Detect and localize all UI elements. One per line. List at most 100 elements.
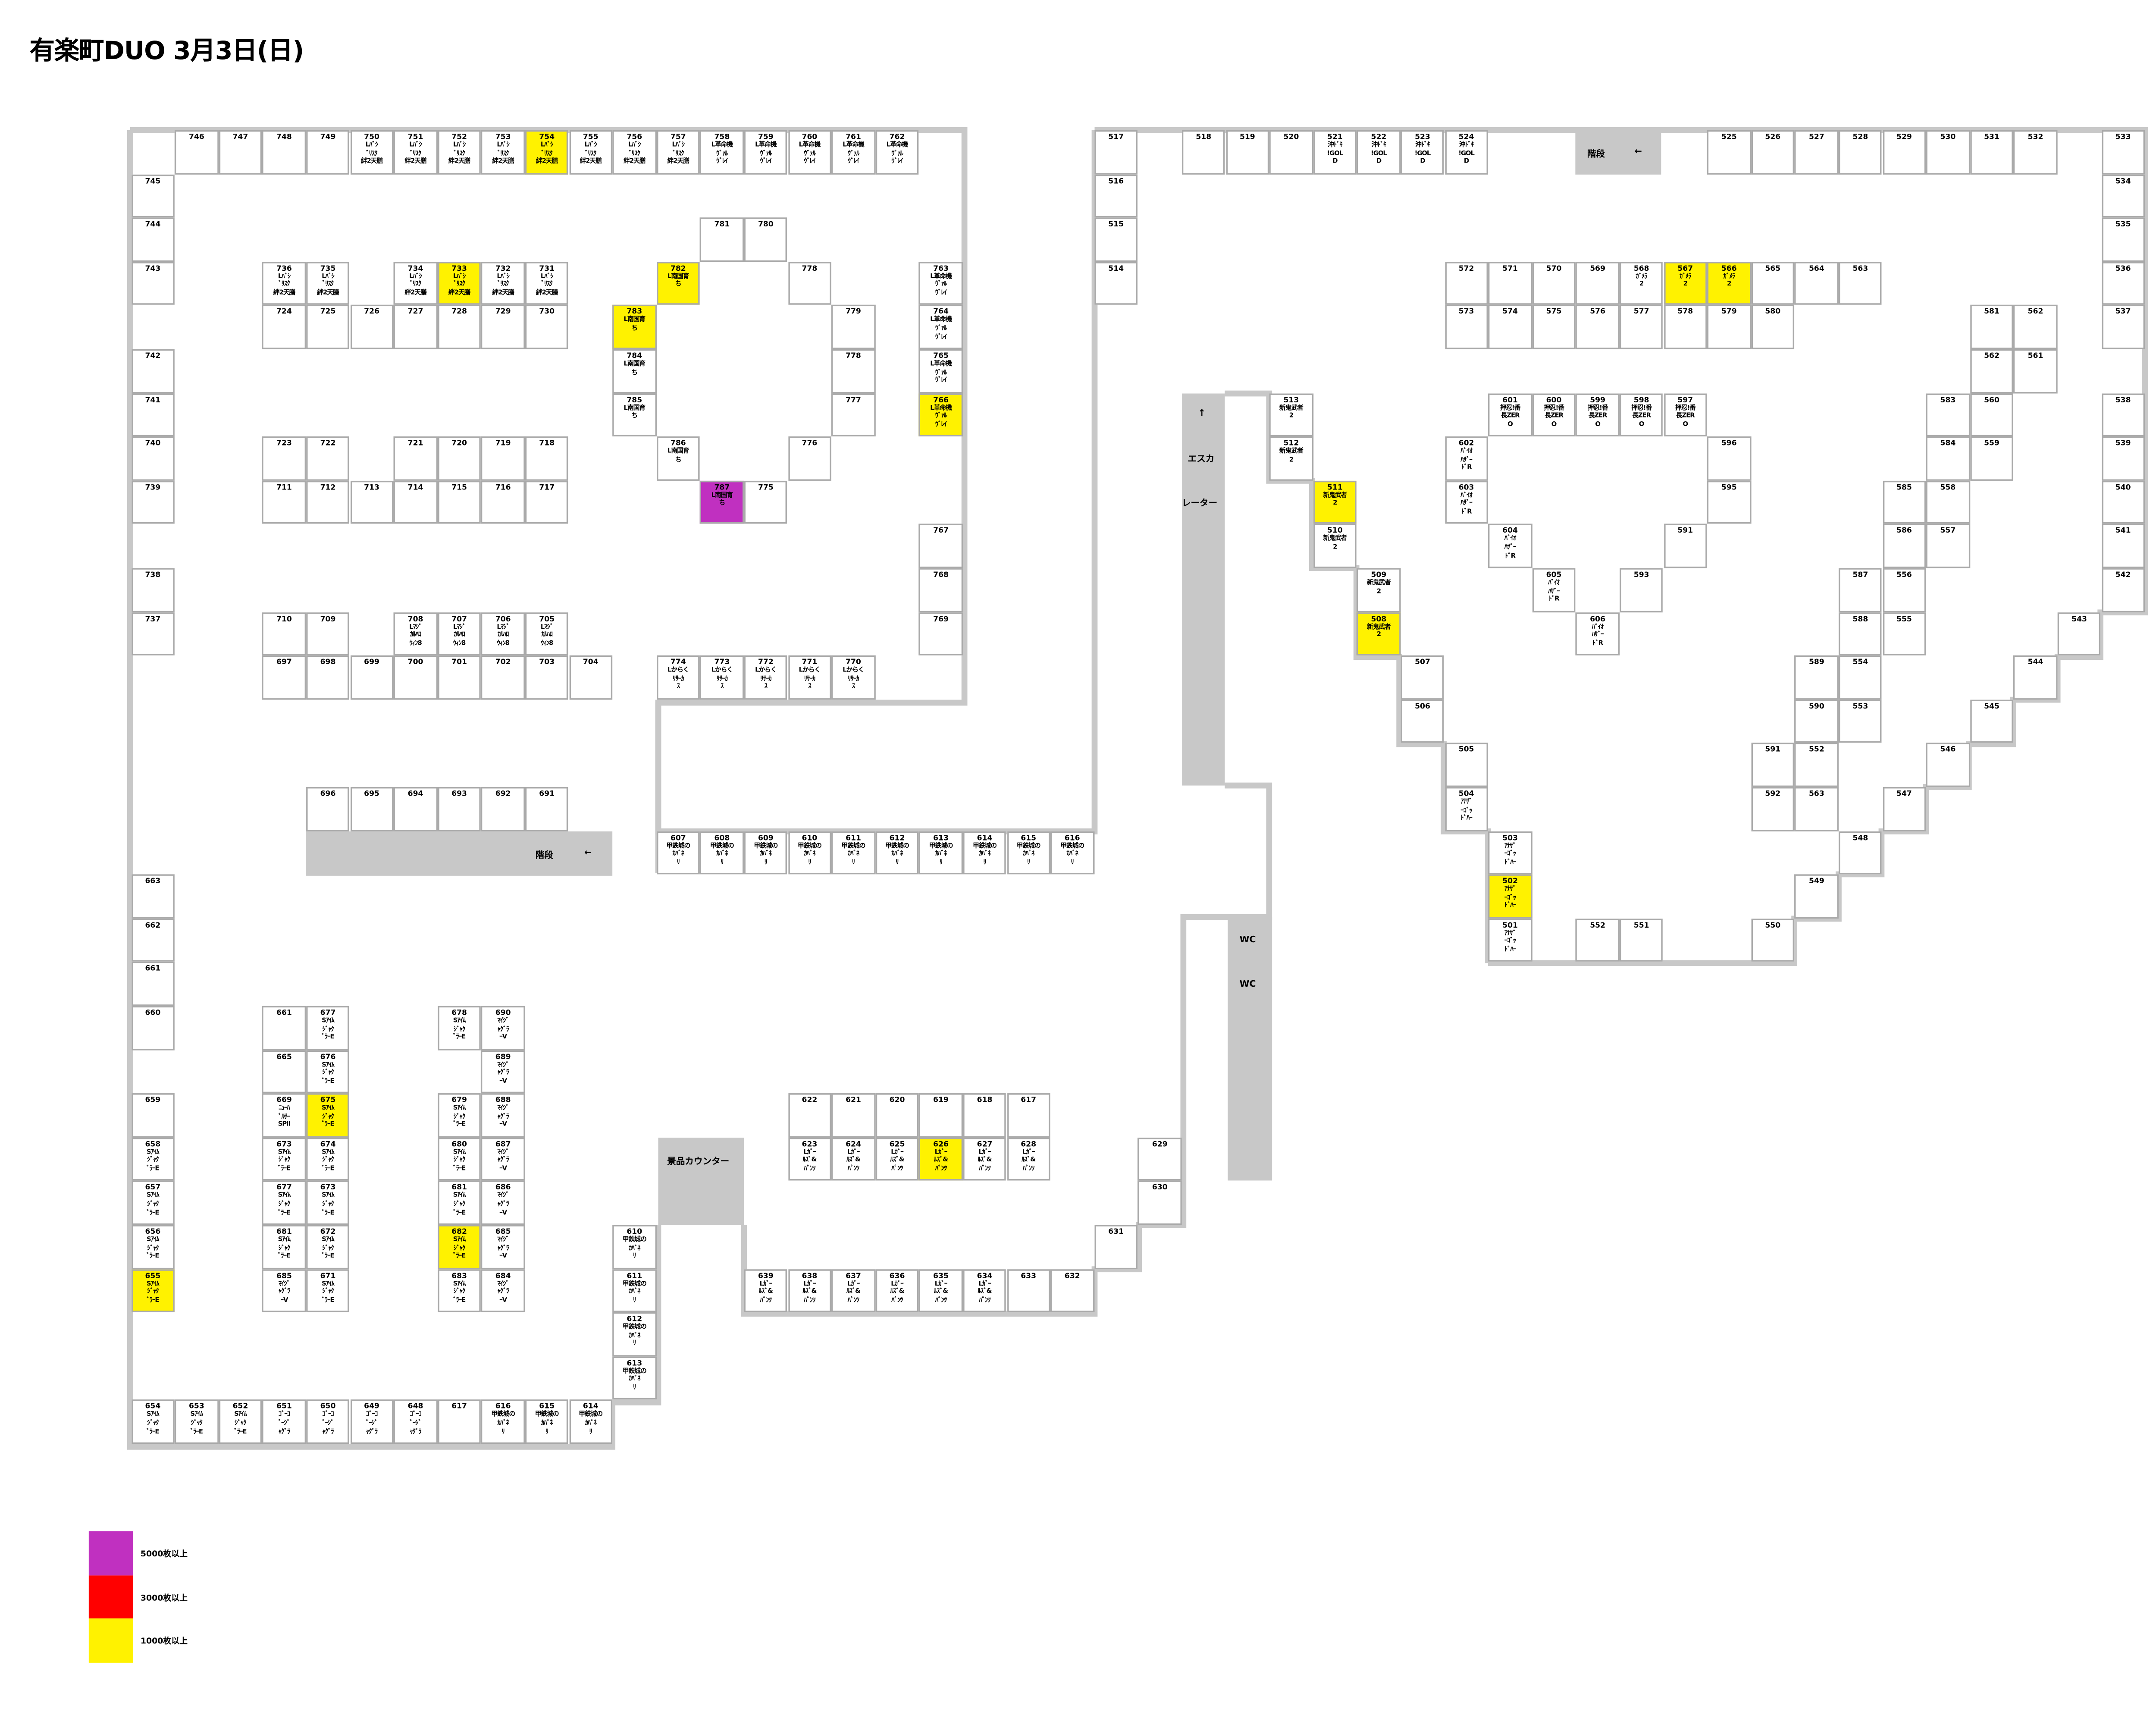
booth-586: 586 xyxy=(1882,524,1926,568)
booth-machine-name: 甲鉄城の ｶﾊﾞﾈ ﾘ xyxy=(622,1324,647,1349)
booth-737: 737 xyxy=(131,612,175,656)
booth-714: 714 xyxy=(393,480,438,524)
booth-number: 618 xyxy=(977,1096,993,1106)
booth-number: 530 xyxy=(1940,133,1956,142)
booth-778: 778 xyxy=(787,261,832,306)
booth-machine-name: Lｶﾞｰ ﾙｽﾞ& ﾊﾟﾝﾂ xyxy=(934,1280,948,1305)
booth-number: 621 xyxy=(846,1096,861,1106)
escalator-label-1: エスカ xyxy=(1188,454,1215,465)
booth-number: 559 xyxy=(1984,439,1999,449)
booth-741: 741 xyxy=(131,393,175,437)
booth-machine-name: 押忍!番 長ZER O xyxy=(1500,405,1521,429)
booth-number: 524 xyxy=(1458,133,1474,142)
booth-590: 590 xyxy=(1795,699,1839,743)
booth-machine-name: Lﾊﾞｼ ﾞﾘｽｸ 絆2天膳 xyxy=(580,142,602,166)
booth-691: 691 xyxy=(525,787,569,831)
booth-722: 722 xyxy=(306,436,350,481)
booth-number: 650 xyxy=(320,1403,336,1412)
booth-number: 703 xyxy=(539,659,555,668)
booth-536: 536 xyxy=(2101,261,2145,306)
booth-number: 529 xyxy=(1896,133,1912,142)
booth-number: 602 xyxy=(1458,439,1474,449)
booth-710: 710 xyxy=(262,612,306,656)
booth-machine-name: 甲鉄城の ｶﾊﾞﾈ ﾘ xyxy=(885,842,909,867)
booth-number: 528 xyxy=(1852,133,1868,142)
booth-number: 511 xyxy=(1327,483,1343,492)
booth-number: 517 xyxy=(1108,133,1124,142)
booth-machine-name: Sｱｲﾑ ｼﾞｬｸ ﾞﾗｰE xyxy=(453,1193,466,1217)
booth-number: 701 xyxy=(451,659,467,668)
booth-number: 604 xyxy=(1502,527,1518,536)
arrow-up-icon: ↑ xyxy=(1198,408,1206,419)
booth-number: 532 xyxy=(2028,133,2043,142)
booth-number: 780 xyxy=(758,220,774,230)
booth-number: 693 xyxy=(451,790,467,799)
escalator: ↑ エスカ レーター xyxy=(1181,393,1225,786)
booth-number: 577 xyxy=(1633,308,1649,317)
booth-number: 578 xyxy=(1677,308,1693,317)
booth-780: 780 xyxy=(744,217,788,262)
booth-number: 672 xyxy=(320,1228,336,1237)
booth-machine-name: Lﾊﾞｼ ﾞﾘｽｸ 絆2天膳 xyxy=(404,142,426,166)
booth-number: 557 xyxy=(1940,527,1956,536)
booth-number: 690 xyxy=(495,1009,511,1018)
booth-machine-name: ｱﾅｻﾞ ｰｺﾞｯ ﾄﾞﾊｰ xyxy=(1504,930,1516,954)
booth-number: 538 xyxy=(2115,395,2131,405)
booth-531: 531 xyxy=(1970,130,2014,174)
booth-533: 533 xyxy=(2101,130,2145,174)
booth-number: 545 xyxy=(1984,702,1999,712)
booth-572: 572 xyxy=(1444,261,1489,306)
wall-lower-middle xyxy=(741,782,1272,1317)
booth-552: 552 xyxy=(1576,918,1620,963)
booth-720: 720 xyxy=(437,436,481,481)
booth-number: 692 xyxy=(495,790,511,799)
booth-machine-name: 沖ﾄﾞｷ !GOL D xyxy=(1371,142,1387,166)
booth-number: 611 xyxy=(846,834,861,843)
booth-number: 558 xyxy=(1940,483,1956,492)
booth-583: 583 xyxy=(1926,393,1970,437)
booth-number: 521 xyxy=(1327,133,1343,142)
booth-machine-name: ﾏｲｼﾞ ｬｸﾞﾗ ｰV xyxy=(497,1149,509,1173)
booth-number: 571 xyxy=(1502,264,1518,273)
booth-machine-name: Sｱｲﾑ ｼﾞｬｸ ﾞﾗｰE xyxy=(147,1411,160,1436)
booth-743: 743 xyxy=(131,261,175,306)
booth-machine-name: ﾊﾞｲｵ ﾊｻﾞｰ ﾄﾞR xyxy=(1504,536,1516,560)
booth-machine-name: Sｱｲﾑ ｼﾞｬｸ ﾞﾗｰE xyxy=(147,1193,160,1217)
booth-number: 659 xyxy=(145,1096,161,1106)
booth-machine-name: Lｶﾞｰ ﾙｽﾞ& ﾊﾟﾝﾂ xyxy=(978,1149,992,1173)
booth-546: 546 xyxy=(1926,743,1970,787)
booth-569: 569 xyxy=(1576,261,1620,306)
booth-number: 628 xyxy=(1021,1140,1037,1149)
booth-machine-name: 新鬼武者 2 xyxy=(1323,536,1347,552)
booth-number: 779 xyxy=(846,308,861,317)
booth-554: 554 xyxy=(1838,656,1883,699)
